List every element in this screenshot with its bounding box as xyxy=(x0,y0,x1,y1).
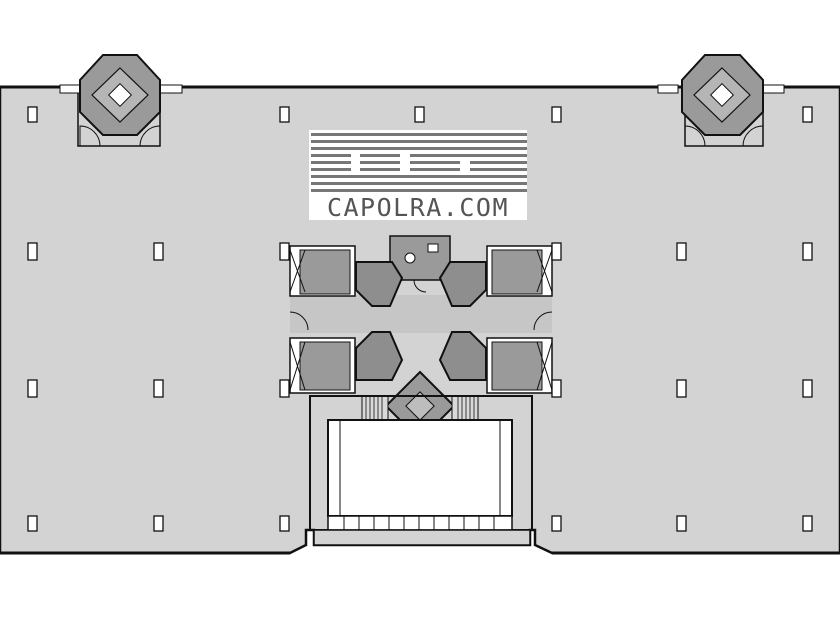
rect-column-icon xyxy=(27,515,38,532)
rect-column-icon xyxy=(279,379,290,398)
rect-column-icon xyxy=(551,242,562,261)
rect-column-icon xyxy=(414,106,425,123)
watermark-logo: CAPOLRA.COM xyxy=(309,130,527,222)
atrium-void xyxy=(327,419,513,517)
shaft-pod-se xyxy=(438,331,487,381)
shaft-pod-nw xyxy=(355,261,404,307)
rect-column-icon xyxy=(279,242,290,261)
watermark-bars xyxy=(311,133,527,192)
structural-columns xyxy=(27,106,813,532)
rect-column-icon xyxy=(551,106,562,123)
rect-column-icon xyxy=(153,515,164,532)
rect-column-icon xyxy=(676,379,687,398)
quarter-arc-icon xyxy=(79,125,101,147)
rect-column-icon xyxy=(153,379,164,398)
entrance-steps xyxy=(327,515,513,531)
rect-column-icon xyxy=(802,106,813,123)
rect-column-icon xyxy=(551,379,562,398)
rect-column-icon xyxy=(551,515,562,532)
stair-core-northwest xyxy=(59,54,183,147)
rect-column-icon xyxy=(802,515,813,532)
rect-column-icon xyxy=(153,242,164,261)
rect-column-icon xyxy=(676,242,687,261)
rect-column-icon xyxy=(279,106,290,123)
rect-column-icon xyxy=(279,515,290,532)
stair-core-northeast xyxy=(657,54,785,147)
rect-column-icon xyxy=(802,242,813,261)
shaft-pod-ne xyxy=(438,261,487,307)
watermark-text: CAPOLRA.COM xyxy=(327,193,509,222)
central-core xyxy=(289,235,553,546)
rect-column-icon xyxy=(676,515,687,532)
rect-column-icon xyxy=(802,379,813,398)
rect-column-icon xyxy=(27,106,38,123)
core-top-room xyxy=(389,235,451,281)
shaft-pod-sw xyxy=(355,331,404,381)
rect-column-icon xyxy=(27,242,38,261)
rect-column-icon xyxy=(27,379,38,398)
